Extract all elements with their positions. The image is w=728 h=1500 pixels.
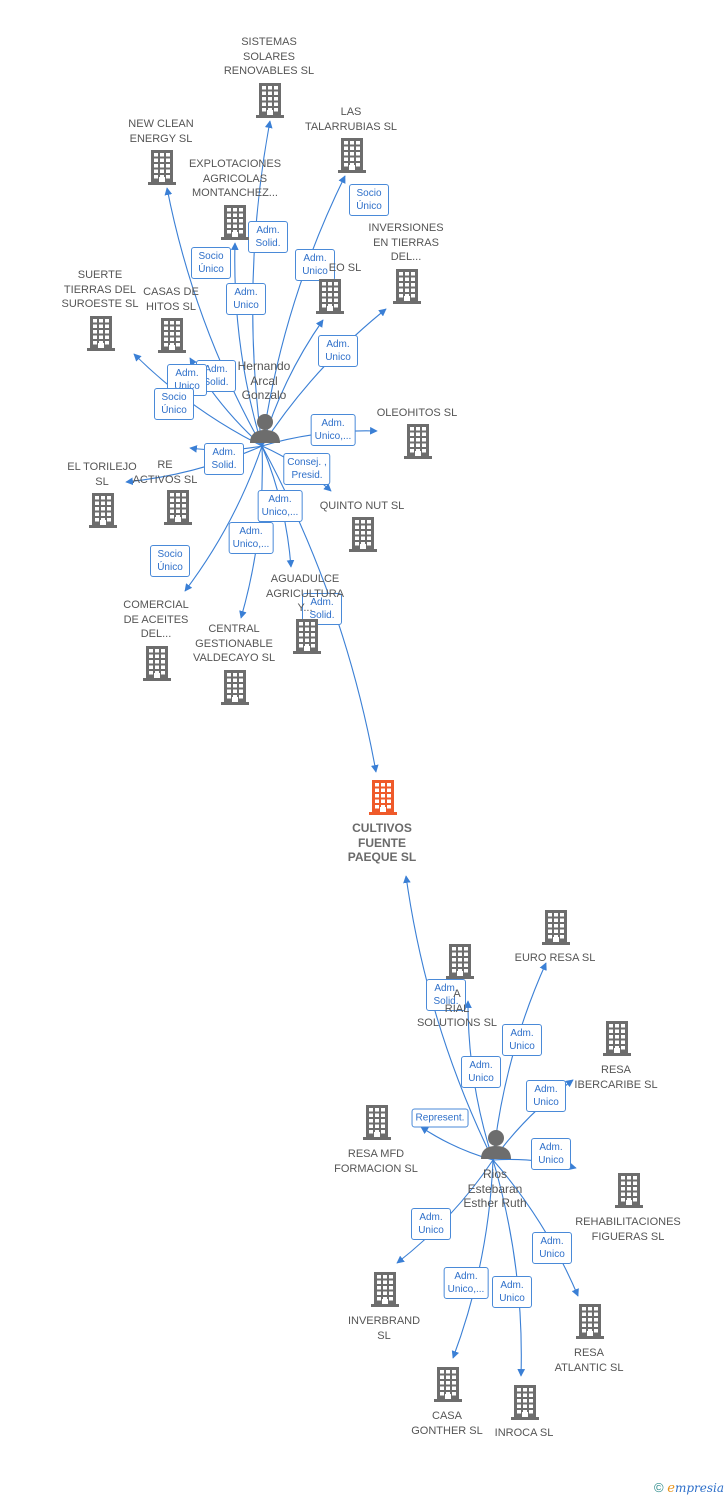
company-label-torilejo[interactable]: EL TORILEJO SL [67,461,137,488]
edge-label-rios-gonther[interactable]: Adm. Unico,... [443,1267,489,1299]
company-label-euroresa[interactable]: EURO RESA SL [514,952,596,964]
company-label-explot[interactable]: EXPLOTACIONES AGRICOLAS MONTANCHEZ... [188,158,282,199]
person-icon[interactable] [480,1129,512,1164]
company-label-inverbrand[interactable]: INVERBRAND SL [347,1315,421,1342]
building-icon[interactable] [348,516,378,557]
building-icon[interactable] [88,492,118,533]
building-icon[interactable] [220,204,250,245]
company-label-gonther[interactable]: CASA GONTHER SL [411,1410,483,1437]
edge-hernando-inversiones [261,308,387,447]
edge-label-rios-inverbrand[interactable]: Adm. Unico [411,1208,451,1240]
edge-rios-inroca [492,1159,526,1377]
company-label-resaind[interactable]: A RIAL SOLUTIONS SL [416,988,498,1029]
edge-label-hernando-oleohitos[interactable]: Adm. Unico,... [310,414,356,446]
copyright-symbol: © [654,1480,664,1495]
building-icon[interactable] [602,1020,632,1061]
building-icon[interactable] [614,1172,644,1213]
company-label-aguadulce[interactable]: AGUADULCE AGRICULTURA Y... [265,573,345,614]
building-icon[interactable] [337,137,367,178]
edge-label-rios-atlantic[interactable]: Adm. Unico [532,1232,572,1264]
building-icon[interactable] [575,1303,605,1344]
building-icon[interactable] [163,489,193,530]
company-label-ibercaribe[interactable]: RESA IBERCARIBE SL [574,1064,658,1091]
company-label-quinto[interactable]: QUINTO NUT SL [319,500,405,512]
company-label-casas[interactable]: CASAS DE HITOS SL [143,286,199,313]
edge-label-hernando-central[interactable]: Adm. Unico,... [228,522,274,554]
main-company-building-icon[interactable] [368,779,398,820]
edge-hernando-suerte [133,353,263,447]
edge-rios-cultivos [403,875,494,1161]
edge-label-hernando-aguadulce[interactable]: Adm. Unico,... [257,490,303,522]
building-icon[interactable] [292,618,322,659]
company-label-talarrubias[interactable]: LAS TALARRUBIAS SL [304,106,398,133]
building-icon[interactable] [510,1384,540,1425]
company-label-reactivos[interactable]: RE ACTIVOS SL [132,459,198,486]
person-label-hernando[interactable]: Hernando Arcal Gonzalo [237,359,291,402]
person-icon[interactable] [249,413,281,448]
building-icon[interactable] [147,149,177,190]
building-icon[interactable] [362,1104,392,1145]
company-label-inversiones[interactable]: INVERSIONES EN TIERRAS DEL... [368,222,444,263]
edge-label-rios-inroca[interactable]: Adm. Unico [492,1276,532,1308]
company-label-comercial[interactable]: COMERCIAL DE ACEITES DEL... [123,599,189,640]
building-icon[interactable] [255,82,285,123]
edge-hernando-comercial [184,445,263,592]
edge-label-hernando-reactivos[interactable]: Adm. Solid. [204,443,244,475]
edge-label-rios-ibercaribe[interactable]: Adm. Unico [526,1080,566,1112]
copyright-footer: © empresia [654,1480,724,1496]
brand-logo-initial: e [667,1481,675,1496]
company-label-mid[interactable]: EO SL [328,262,362,274]
building-icon[interactable] [142,645,172,686]
edge-label-rios-resaind[interactable]: Adm. Unico [461,1056,501,1088]
edge-label-hernando-mid[interactable]: Adm. Unico [295,249,335,281]
company-label-mfd[interactable]: RESA MFD FORMACION SL [334,1148,418,1175]
building-icon[interactable] [433,1366,463,1407]
company-label-atlantic[interactable]: RESA ATLANTIC SL [554,1347,624,1374]
company-label-rehab[interactable]: REHABILITACIONES FIGUERAS SL [575,1216,681,1243]
edge-label-hernando-sistemas[interactable]: Adm. Solid. [248,221,288,253]
company-label-suerte[interactable]: SUERTE TIERRAS DEL SUROESTE SL [61,269,139,310]
edge-hernando-newclean [164,187,263,447]
edge-rios-atlantic [492,1159,579,1297]
company-label-newclean[interactable]: NEW CLEAN ENERGY SL [128,118,194,145]
edge-label-hernando-explot[interactable]: Adm. Unico [226,283,266,315]
edge-label-hernando-torilejo[interactable]: Socio Único [154,388,194,420]
company-label-cultivos[interactable]: CULTIVOS FUENTE PAEQUE SL [347,821,417,864]
building-icon[interactable] [403,423,433,464]
brand-logo-text: mpresia [674,1481,724,1495]
building-icon[interactable] [445,943,475,984]
building-icon[interactable] [220,669,250,710]
building-icon[interactable] [541,909,571,950]
edge-hernando-talarrubias [261,175,346,447]
company-label-sistemas[interactable]: SISTEMAS SOLARES RENOVABLES SL [223,36,315,77]
edge-rios-gonther [451,1159,494,1359]
edge-label-hernando-talarrubias[interactable]: Socio Único [349,184,389,216]
company-label-central[interactable]: CENTRAL GESTIONABLE VALDECAYO SL [192,623,276,664]
building-icon[interactable] [157,317,187,358]
person-label-rios[interactable]: Rios Estebaran Esther Ruth [463,1167,527,1210]
edge-label-rios-rehab[interactable]: Adm. Unico [531,1138,571,1170]
edge-label-hernando-newclean[interactable]: Socio Único [191,247,231,279]
company-label-inroca[interactable]: INROCA SL [494,1427,554,1439]
edge-hernando-explot [230,242,263,447]
edge-label-rios-cultivos[interactable]: Adm. Solid. [426,979,466,1011]
building-icon[interactable] [86,315,116,356]
company-label-oleohitos[interactable]: OLEOHITOS SL [376,407,458,419]
building-icon[interactable] [392,268,422,309]
building-icon[interactable] [315,278,345,319]
edge-label-rios-mfd[interactable]: Represent. [411,1108,469,1128]
edge-label-hernando-comercial[interactable]: Socio Único [150,545,190,577]
building-icon[interactable] [370,1271,400,1312]
edge-label-hernando-inversiones[interactable]: Adm. Unico [318,335,358,367]
edge-label-rios-euroresa[interactable]: Adm. Unico [502,1024,542,1056]
edge-hernando-torilejo [125,445,263,486]
edge-label-hernando-quinto[interactable]: Consej. , Presid. [283,453,331,485]
